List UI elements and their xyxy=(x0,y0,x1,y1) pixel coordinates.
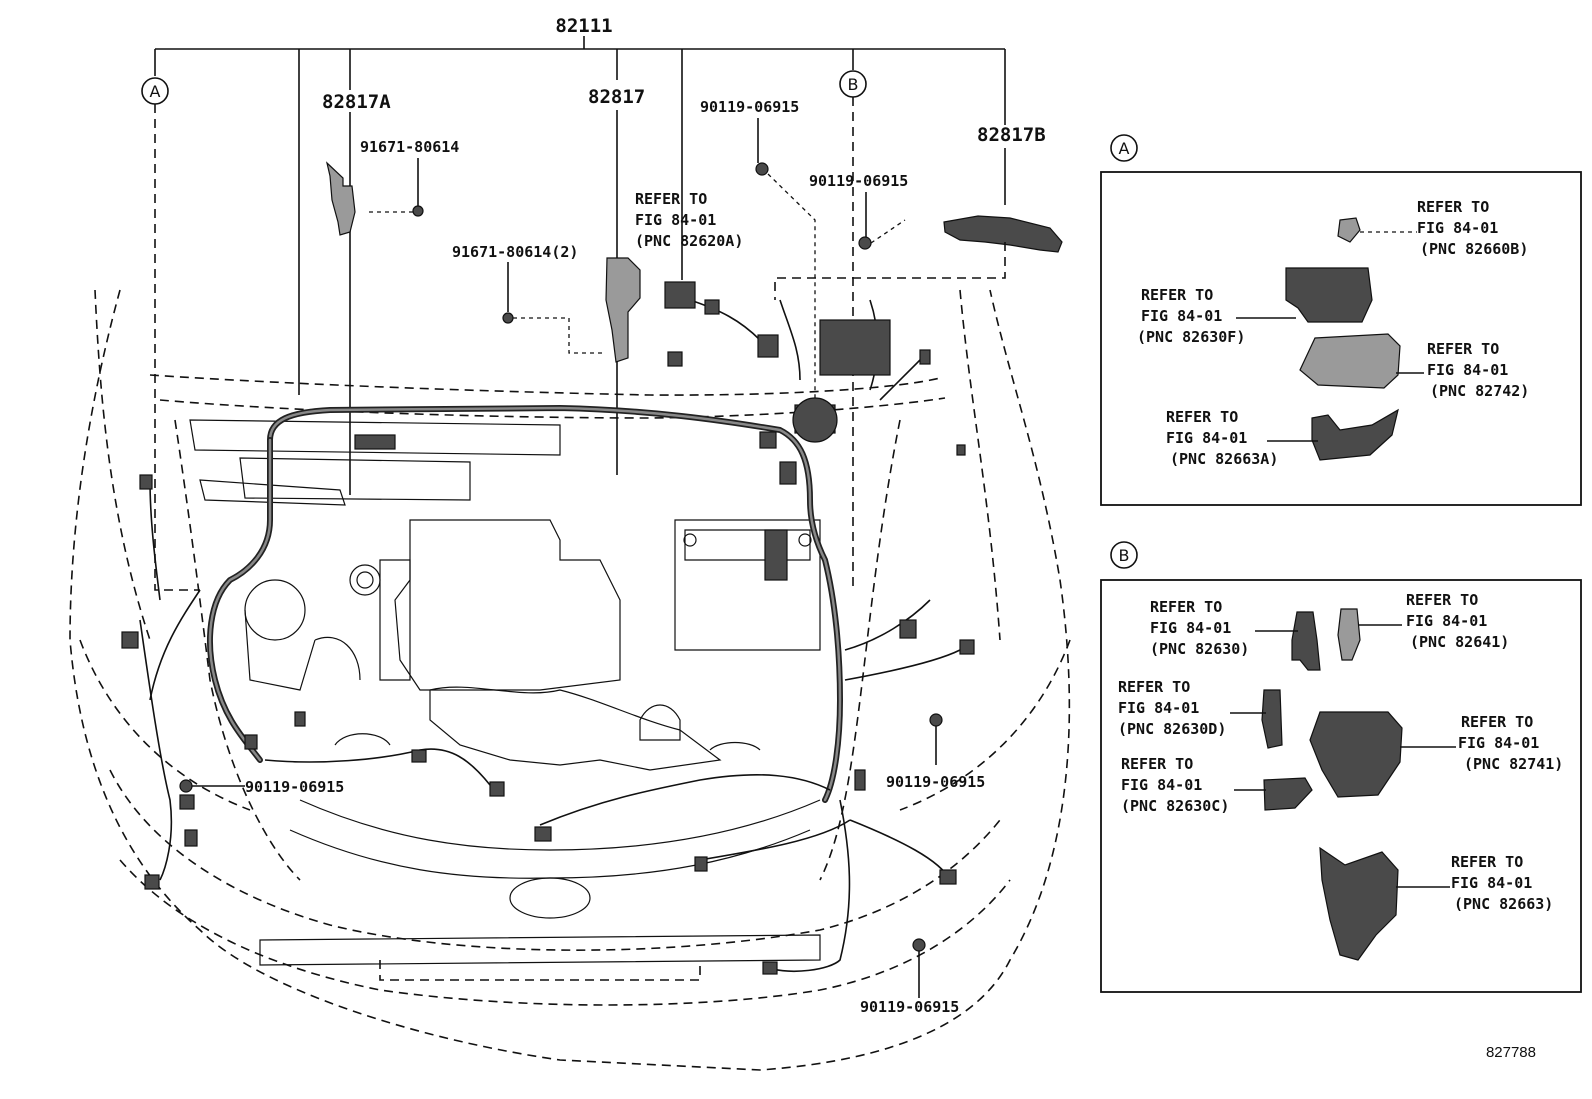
refer-line-1: REFER TO xyxy=(1417,198,1489,216)
refer-line-3: (PNC 82641) xyxy=(1410,633,1509,651)
refer-line-2: FIG 84-01 xyxy=(1121,776,1202,794)
bracket-82817b xyxy=(943,215,1063,253)
label-82817: 82817 xyxy=(588,86,645,108)
part-number-82111: 82111 xyxy=(555,15,612,37)
refer-line-3: (PNC 82630) xyxy=(1150,640,1249,658)
refer-note-82663a: REFER TO FIG 84-01 (PNC 82663A) xyxy=(1166,408,1278,468)
refer-line-3: (PNC 82620A) xyxy=(635,232,743,250)
detail-b-header: B xyxy=(1110,541,1138,569)
refer-line-3: (PNC 82660B) xyxy=(1420,240,1528,258)
detail-b-letter: B xyxy=(1119,546,1130,565)
connector-82630c xyxy=(1263,777,1313,811)
refer-line-2: FIG 84-01 xyxy=(1150,619,1231,637)
label-82817a: 82817A xyxy=(322,91,391,113)
label-91671-80614-qty: 91671-80614(2) xyxy=(452,243,578,261)
clip-icon xyxy=(912,938,926,998)
relay-block-82663a xyxy=(1311,408,1399,461)
harness-connectors xyxy=(121,281,975,975)
refer-line-1: REFER TO xyxy=(1121,755,1193,773)
refer-note-82630f: REFER TO FIG 84-01 (PNC 82630F) xyxy=(1137,286,1245,346)
connector-82641 xyxy=(1337,608,1361,661)
refer-note-82620a: REFER TO FIG 84-01 (PNC 82620A) xyxy=(635,190,743,250)
refer-line-3: (PNC 82630F) xyxy=(1137,328,1245,346)
refer-note-82660b: REFER TO FIG 84-01 (PNC 82660B) xyxy=(1417,198,1528,258)
label-90119-06915-left: 90119-06915 xyxy=(245,778,344,796)
label-90119-06915-bottom: 90119-06915 xyxy=(860,998,959,1016)
callout-a-letter: A xyxy=(150,82,161,101)
refer-line-3: (PNC 82663A) xyxy=(1170,450,1278,468)
refer-line-3: (PNC 82742) xyxy=(1430,382,1529,400)
top-bracket-lines xyxy=(154,36,1006,395)
refer-note-82641: REFER TO FIG 84-01 (PNC 82641) xyxy=(1406,591,1509,651)
refer-line-2: FIG 84-01 xyxy=(1417,219,1498,237)
refer-line-2: FIG 84-01 xyxy=(1166,429,1247,447)
connector-82630 xyxy=(1291,611,1321,671)
junction-block-82630f xyxy=(1285,267,1373,323)
refer-line-1: REFER TO xyxy=(1461,713,1533,731)
bracket-82817 xyxy=(605,257,641,363)
refer-line-1: REFER TO xyxy=(1427,340,1499,358)
refer-line-1: REFER TO xyxy=(1406,591,1478,609)
label-90119-06915-top: 90119-06915 xyxy=(700,98,799,116)
relay-block-82742 xyxy=(1299,333,1401,389)
clip-icon xyxy=(858,219,906,250)
refer-line-1: REFER TO xyxy=(1141,286,1213,304)
bracket-82817a xyxy=(325,161,356,236)
label-82817b: 82817B xyxy=(977,124,1046,146)
clip-icon xyxy=(755,162,816,430)
leader-82817b-dashed xyxy=(774,242,1006,300)
callout-circle-a: A xyxy=(141,77,169,105)
refer-note-82742: REFER TO FIG 84-01 (PNC 82742) xyxy=(1427,340,1529,400)
label-90119-06915-right: 90119-06915 xyxy=(886,773,985,791)
clip-icon xyxy=(179,779,245,793)
refer-note-82663: REFER TO FIG 84-01 (PNC 82663) xyxy=(1451,853,1553,913)
bolt-icon xyxy=(502,312,605,354)
detail-a-header: A xyxy=(1110,134,1138,162)
refer-line-2: FIG 84-01 xyxy=(1427,361,1508,379)
refer-line-1: REFER TO xyxy=(1150,598,1222,616)
refer-line-1: REFER TO xyxy=(1166,408,1238,426)
refer-line-3: (PNC 82663) xyxy=(1454,895,1553,913)
refer-note-82630c: REFER TO FIG 84-01 (PNC 82630C) xyxy=(1121,755,1229,815)
refer-line-1: REFER TO xyxy=(1451,853,1523,871)
detail-a-letter: A xyxy=(1119,139,1130,158)
callout-circle-b: B xyxy=(839,70,867,98)
refer-line-3: (PNC 82630D) xyxy=(1118,720,1226,738)
refer-line-1: REFER TO xyxy=(635,190,707,208)
refer-line-3: (PNC 82630C) xyxy=(1121,797,1229,815)
bolt-icon xyxy=(365,205,424,217)
engine-room-wire-harness xyxy=(139,299,961,973)
refer-note-82630d: REFER TO FIG 84-01 (PNC 82630D) xyxy=(1118,678,1226,738)
relay-block-82741 xyxy=(1309,711,1403,798)
connector-82660b xyxy=(1337,217,1361,243)
diagram-code: 827788 xyxy=(1485,1044,1536,1061)
leader-a-dashed xyxy=(154,104,200,591)
refer-note-82741: REFER TO FIG 84-01 (PNC 82741) xyxy=(1458,713,1563,773)
clip-icon xyxy=(929,713,943,765)
refer-line-2: FIG 84-01 xyxy=(1458,734,1539,752)
label-91671-80614: 91671-80614 xyxy=(360,138,459,156)
refer-line-3: (PNC 82741) xyxy=(1464,755,1563,773)
connector-82630d xyxy=(1261,689,1283,749)
vehicle-body-outline xyxy=(69,289,1071,1071)
label-90119-06915-mid: 90119-06915 xyxy=(809,172,908,190)
refer-line-2: FIG 84-01 xyxy=(1451,874,1532,892)
refer-line-2: FIG 84-01 xyxy=(635,211,716,229)
refer-note-82630: REFER TO FIG 84-01 (PNC 82630) xyxy=(1150,598,1249,658)
callout-b-letter: B xyxy=(848,75,859,94)
refer-line-2: FIG 84-01 xyxy=(1141,307,1222,325)
refer-line-2: FIG 84-01 xyxy=(1406,612,1487,630)
refer-line-1: REFER TO xyxy=(1118,678,1190,696)
refer-line-2: FIG 84-01 xyxy=(1118,699,1199,717)
relay-block-82663 xyxy=(1319,846,1399,961)
